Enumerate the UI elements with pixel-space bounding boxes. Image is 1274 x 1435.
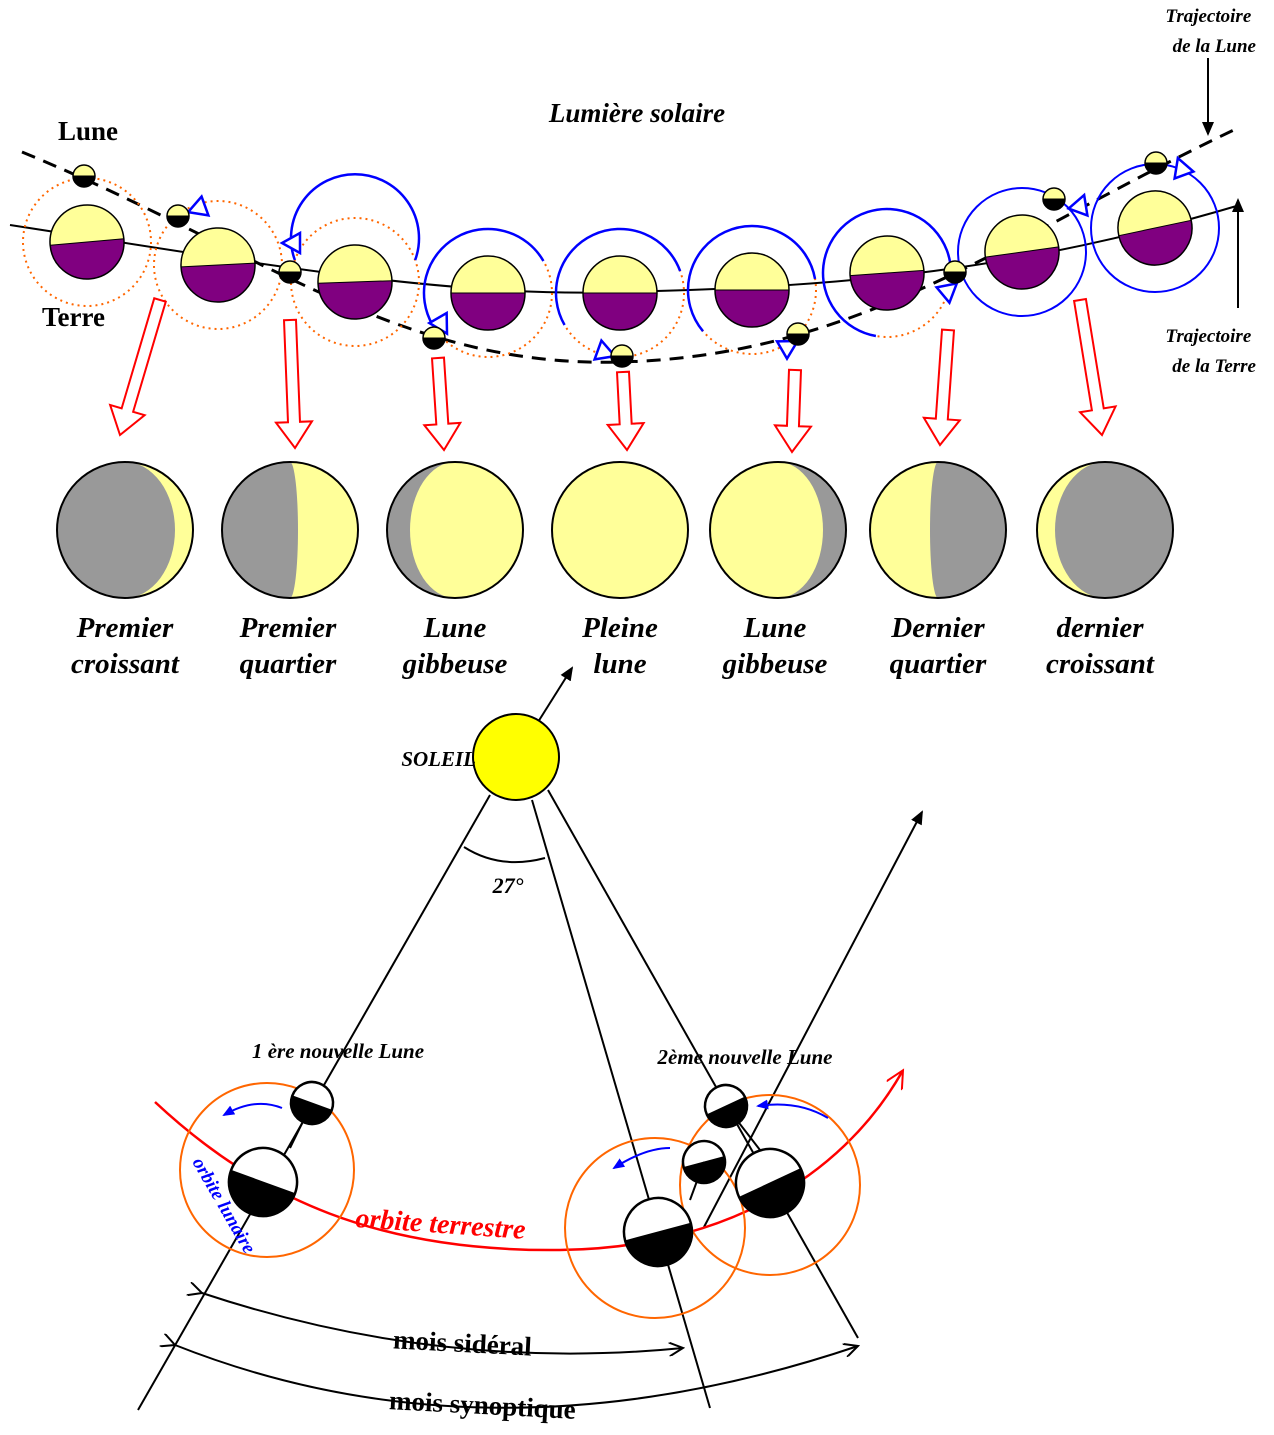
phases-row	[57, 462, 1173, 598]
sun	[473, 714, 559, 800]
sun-label: SOLEIL	[401, 747, 476, 771]
earth-label: Terre	[42, 302, 105, 332]
moon-small	[279, 261, 301, 283]
phase-pointer-arrow	[1062, 297, 1120, 438]
sunlight-label: Lumière solaire	[548, 98, 725, 128]
moon-small	[423, 327, 445, 349]
moon-phase	[57, 462, 193, 598]
first-new-moon-label: 1 ère nouvelle Lune	[252, 1039, 424, 1063]
moon-small	[611, 345, 633, 367]
moon-phase	[552, 462, 688, 598]
earth	[317, 244, 394, 321]
second-new-moon-label: 2ème nouvelle Lune	[657, 1045, 833, 1069]
top-section: Lumière solaire Lune Terre Trajectoire d…	[10, 6, 1257, 453]
bottom-section: 27° SOLEIL orbite terrestre orbite lunai…	[138, 668, 922, 1425]
moon-phase	[222, 462, 358, 598]
rotation-arrow	[224, 1104, 282, 1115]
rotation-arrow	[614, 1148, 670, 1168]
earth	[848, 234, 927, 313]
earth	[980, 210, 1064, 294]
moon-small	[167, 205, 189, 227]
earth-trajectory-label: Trajectoire de la Terre	[1165, 326, 1256, 377]
earth	[179, 226, 257, 304]
moon-small	[73, 165, 95, 187]
phase-pointer-arrow	[103, 295, 178, 440]
earth	[47, 202, 127, 282]
earth	[715, 253, 789, 327]
sun-ray-sidereal	[532, 800, 710, 1408]
earth	[583, 256, 657, 330]
angle-label: 27°	[492, 873, 524, 898]
moon-phase	[387, 462, 523, 598]
angle-arc	[464, 847, 545, 862]
moon-phase	[1037, 462, 1173, 598]
moon-phase	[710, 462, 846, 598]
moon-phase	[870, 462, 1006, 598]
phase-pointer-arrow	[420, 357, 462, 451]
moon-trajectory-label: Trajectoire de la Lune	[1165, 6, 1256, 57]
moon-small	[1043, 188, 1065, 210]
rotation-arrow	[758, 1105, 828, 1119]
phase-pointer-arrow	[272, 319, 313, 448]
earth	[1111, 184, 1199, 272]
phase-pointer-arrow	[605, 371, 645, 451]
earth	[451, 256, 525, 330]
moon-label: Lune	[58, 116, 118, 146]
direction-arrow	[704, 812, 922, 1227]
moon-small	[944, 261, 966, 283]
synodic-month-label: mois synoptique	[388, 1385, 576, 1425]
sidereal-month-label: mois sidéral	[392, 1324, 533, 1361]
earth-sidereal	[616, 1190, 699, 1273]
phase-pointer-arrow	[922, 329, 966, 446]
phase-pointer-arrow	[774, 369, 813, 452]
moon-small	[1145, 152, 1167, 174]
moon-small	[787, 323, 809, 345]
earth-orbit-label: orbite terrestre	[355, 1203, 527, 1246]
